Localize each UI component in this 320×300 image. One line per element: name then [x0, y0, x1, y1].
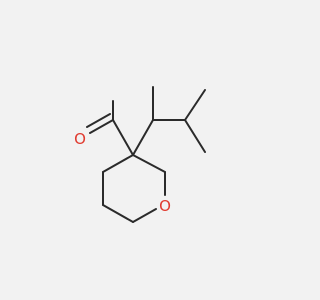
bond-c2-c3: [132, 154, 166, 173]
bond-c3-c4: [102, 154, 134, 173]
bond-carbonyl-double-1: [89, 119, 114, 134]
bond-c6-o: [132, 208, 157, 223]
atom-label-oxygen-aldehyde: O: [74, 130, 86, 148]
bond-ch-methyl-up: [184, 89, 206, 121]
atom-label-oxygen-ring: O: [159, 197, 171, 215]
molecule-diagram: O O: [74, 86, 206, 223]
bond-c5-c6: [102, 204, 134, 223]
bond-c3-cho: [112, 119, 134, 156]
bond-carbonyl-double-2: [86, 113, 111, 128]
bond-ch-methyl-down: [184, 119, 206, 153]
bond-c3-ch: [132, 119, 154, 156]
